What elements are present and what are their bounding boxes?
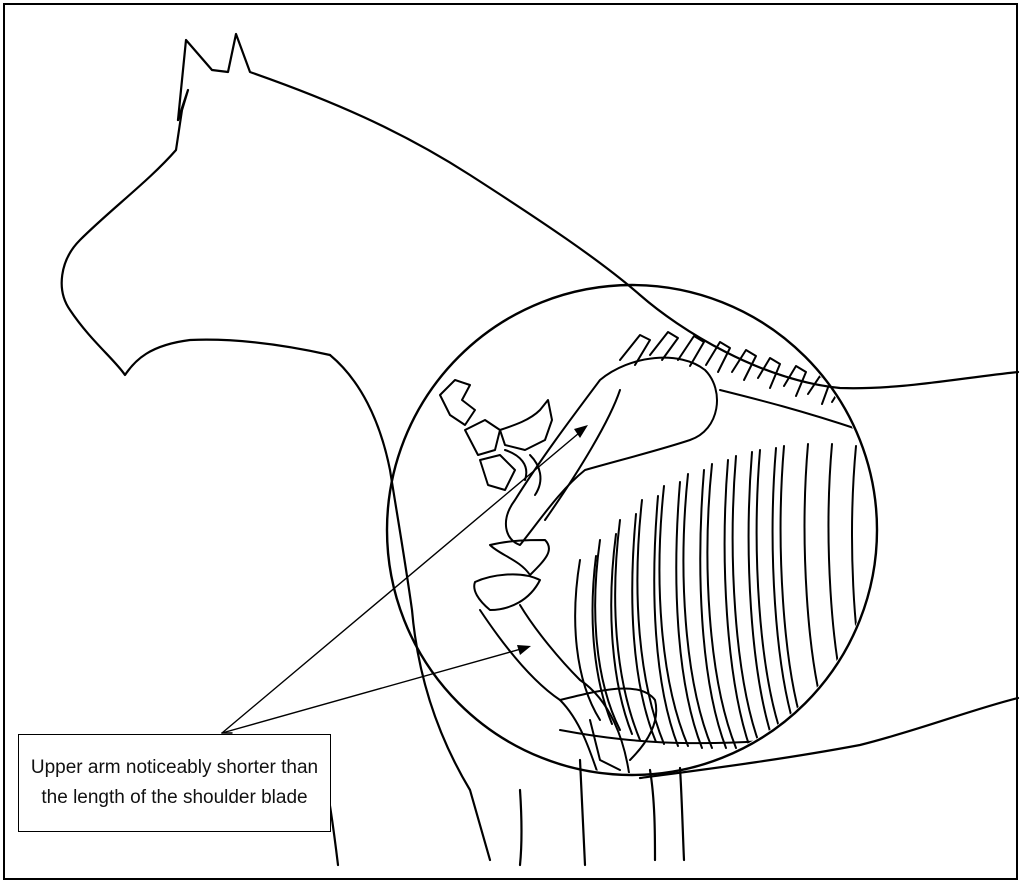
- neck-vertebrae: [440, 380, 552, 495]
- annotation-callout: Upper arm noticeably shorter than the le…: [18, 734, 331, 832]
- horse-outline-foreleg-rear: [650, 770, 655, 860]
- horse-outline-topline: [178, 34, 1018, 388]
- magnified-circle: [387, 285, 877, 775]
- leader-line-upper-arm: [222, 647, 528, 733]
- horse-outline-foreleg-far: [680, 768, 684, 860]
- horse-outline-face: [62, 90, 330, 375]
- horse-outline-foreleg-mid: [520, 790, 522, 865]
- arrowhead-upper-arm: [517, 645, 531, 655]
- annotation-line-2: the length of the shoulder blade: [41, 783, 307, 813]
- horse-outline-foreleg-back: [580, 760, 585, 865]
- leader-line-shoulder-blade: [222, 428, 585, 733]
- ribs: [575, 444, 870, 748]
- annotation-line-1: Upper arm noticeably shorter than: [31, 753, 318, 783]
- forearm-bone: [480, 605, 630, 780]
- vertebrae: [620, 332, 860, 430]
